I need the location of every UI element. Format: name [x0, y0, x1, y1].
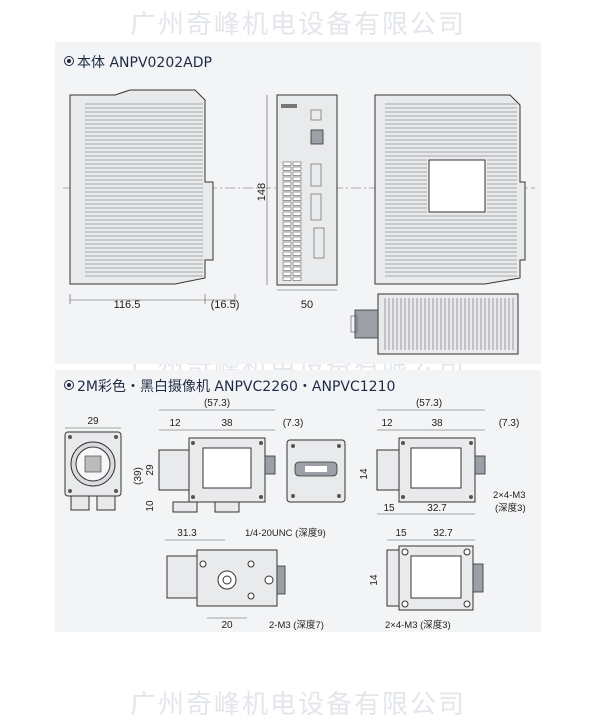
svg-text:(57.3): (57.3) [204, 398, 230, 409]
svg-text:15: 15 [395, 528, 407, 539]
controller-top-view [350, 293, 519, 355]
dim-width-side: (16.5) [211, 299, 240, 311]
svg-text:32.7: 32.7 [427, 503, 447, 514]
controller-rear-view [374, 94, 526, 285]
svg-text:2-M3 (深度7): 2-M3 (深度7) [269, 619, 324, 631]
camera-bottom-view: 31.3 1/4-20UNC (深度9) 20 2-M3 (深度7) [165, 527, 326, 631]
svg-text:12: 12 [169, 418, 181, 429]
svg-text:29: 29 [87, 416, 99, 427]
svg-text:12: 12 [381, 418, 393, 429]
camera-rear-view [286, 439, 346, 503]
svg-text:10: 10 [145, 500, 156, 512]
svg-text:2×4-M3: 2×4-M3 [493, 490, 525, 501]
svg-text:32.7: 32.7 [433, 528, 453, 539]
controller-connector-view: 50 148 [256, 94, 338, 311]
svg-text:1/4-20UNC (深度9): 1/4-20UNC (深度9) [245, 527, 326, 539]
svg-text:(39): (39) [133, 467, 144, 485]
watermark-text: 广州奇峰机电设备有限公司 [129, 10, 466, 40]
svg-text:29: 29 [145, 464, 156, 476]
svg-text:38: 38 [221, 418, 233, 429]
svg-text:(深度3): (深度3) [495, 502, 526, 514]
section-title-camera: 2M彩色・黑白摄像机 ANPVC2260・ANPVC1210 [64, 376, 395, 396]
dim-width-connector: 50 [301, 299, 313, 311]
svg-text:38: 38 [431, 418, 443, 429]
svg-text:14: 14 [359, 468, 370, 480]
camera-side-view: (57.3) 12 38 (7.3) (39) 29 10 [133, 398, 304, 513]
svg-text:(7.3): (7.3) [283, 418, 304, 429]
bullet-icon [64, 380, 74, 390]
camera-side-view-2: (57.3) 12 38 (7.3) 14 15 32.7 2×4-M3 (深度… [359, 398, 526, 515]
svg-text:31.3: 31.3 [177, 528, 197, 539]
camera-drawings: 29 (57.3) 12 38 (7.3) (39) 29 10 [64, 398, 526, 631]
controller-drawings: 116.5 (16.5) 50 148 [63, 89, 535, 355]
bullet-icon [64, 56, 74, 66]
watermark-text: 广州奇峰机电设备有限公司 [129, 690, 466, 720]
svg-text:20: 20 [221, 620, 233, 631]
svg-text:(7.3): (7.3) [499, 418, 520, 429]
camera-bottom-view-2: 15 32.7 14 2×4-M3 (深度3) [369, 528, 484, 631]
dim-height: 148 [256, 183, 268, 201]
controller-front-view: 116.5 (16.5) [69, 89, 240, 311]
section-title-controller: 本体 ANPV0202ADP [64, 52, 212, 72]
svg-text:14: 14 [369, 574, 380, 586]
svg-text:(57.3): (57.3) [416, 398, 442, 409]
camera-front-view: 29 [64, 416, 122, 511]
dim-width-front: 116.5 [114, 299, 141, 311]
svg-text:15: 15 [383, 503, 395, 514]
svg-text:2×4-M3 (深度3): 2×4-M3 (深度3) [385, 619, 451, 631]
